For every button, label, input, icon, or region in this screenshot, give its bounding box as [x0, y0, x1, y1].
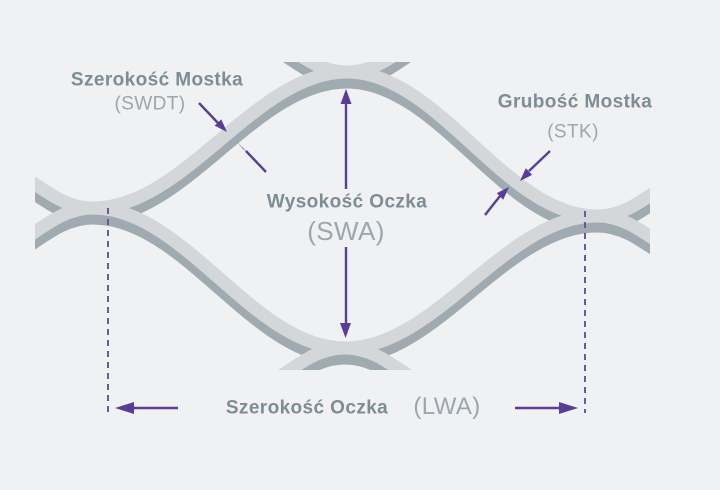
arrow-swa-vertical	[340, 89, 352, 338]
arrow-lwa-left	[115, 402, 178, 414]
arrow-swdt-lower	[237, 142, 267, 173]
label-strand-width-code: (SWDT)	[114, 93, 186, 115]
label-mesh-width-code: (LWA)	[413, 393, 481, 420]
label-strand-thickness-title: Grubość Mostka	[497, 91, 653, 113]
label-mesh-height-code: (SWA)	[307, 216, 385, 246]
label-strand-width-title: Szerokość Mostka	[70, 69, 244, 91]
arrow-stk-lower	[484, 187, 509, 216]
arrow-swdt-upper	[198, 102, 227, 132]
arrow-stk-upper	[520, 150, 551, 181]
label-strand-thickness-code: (STK)	[547, 121, 599, 143]
label-mesh-width-title: Szerokość Oczka	[225, 397, 389, 419]
arrow-lwa-right	[515, 402, 578, 414]
label-mesh-height-title: Wysokość Oczka	[266, 191, 428, 213]
